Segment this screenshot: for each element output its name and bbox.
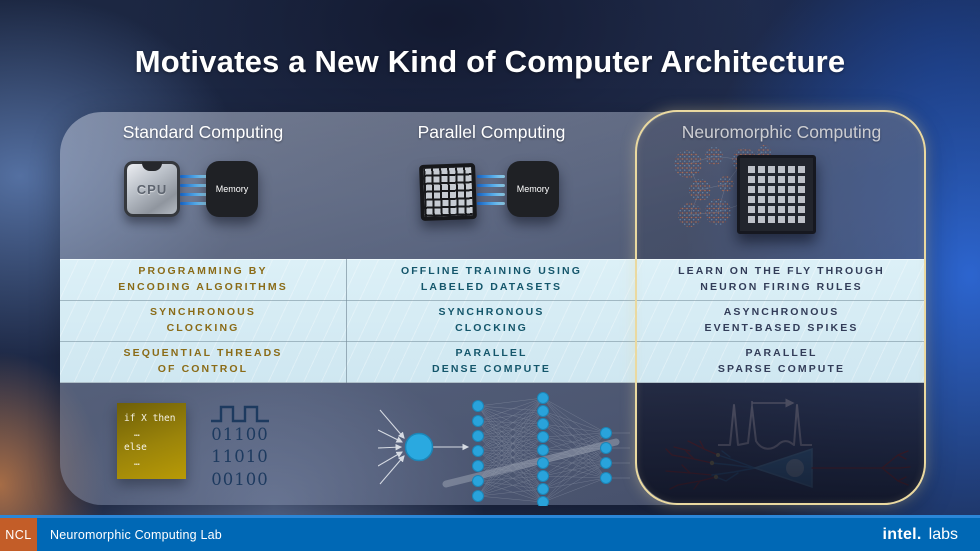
neuromorphic-chip-illustration: [737, 155, 816, 234]
memory-box-standard: Memory: [206, 161, 258, 217]
highlight-tint-top: [637, 112, 926, 259]
clock-signal-icon: [211, 405, 269, 423]
column-header-parallel: Parallel Computing: [417, 122, 566, 142]
deep-neural-network-illustration: [378, 392, 630, 506]
ncl-logo-badge: NCL: [0, 518, 37, 551]
labs-wordmark: labs: [928, 525, 958, 543]
memory-label: Memory: [215, 184, 249, 194]
cpu-chip-illustration: CPU: [124, 161, 180, 217]
neuron-node: [404, 432, 434, 462]
parallel-memory-bus-lines: [477, 175, 505, 205]
table-column-divider: [346, 259, 347, 383]
binary-code-text: 01100 11010 00100: [211, 425, 269, 489]
code-snippet-illustration: if X then … else …: [117, 403, 186, 479]
intel-labs-logo: intel. labs: [883, 518, 959, 551]
multicore-chip-illustration: [419, 163, 477, 221]
cpu-memory-bus-lines: [180, 175, 208, 205]
memory-label: Memory: [516, 184, 550, 194]
neuromorphic-highlight-border: [635, 110, 926, 505]
slide-title: Motivates a New Kind of Computer Archite…: [134, 44, 846, 79]
cpu-chip-label: CPU: [136, 181, 168, 197]
lab-name-label: Neuromorphic Computing Lab: [50, 527, 222, 542]
column-header-neuromorphic: Neuromorphic Computing: [681, 122, 882, 142]
footer-bar: NCL Neuromorphic Computing Lab intel. la…: [0, 515, 980, 551]
neuromorphic-grid: [745, 163, 808, 226]
intel-wordmark: intel.: [882, 525, 922, 543]
highlight-tint-bottom: [637, 383, 926, 503]
column-header-standard: Standard Computing: [122, 122, 284, 142]
memory-box-parallel: Memory: [507, 161, 559, 217]
multicore-grid: [423, 167, 473, 217]
